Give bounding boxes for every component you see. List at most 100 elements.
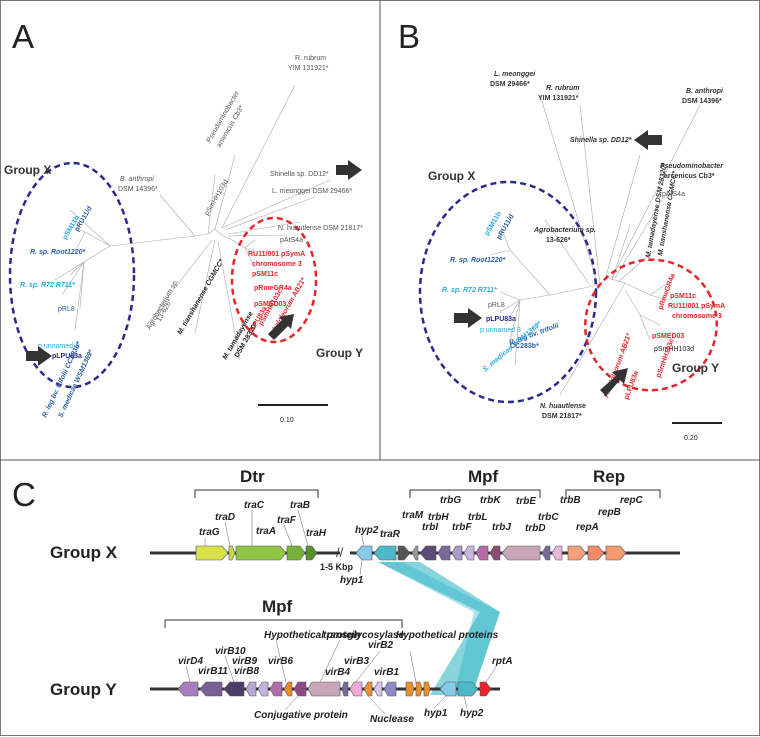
tree-b-label-plpu83a: pLPU83a	[486, 316, 516, 323]
tree-a-group-x-label: Group X	[4, 163, 51, 177]
tree-a-arrow-shinella	[336, 160, 362, 180]
hyp-shading-dark	[378, 562, 500, 695]
label-virD4: virD4	[178, 656, 203, 667]
label-trbI: trbI	[422, 522, 438, 533]
gene-traC	[235, 545, 287, 561]
group-y-genes	[177, 681, 492, 697]
group-x-gene-labels: traG traD traC traA traF traB traH hyp1 …	[199, 495, 644, 586]
label-trbG: trbG	[440, 495, 461, 506]
label-conjugative: Conjugative protein	[254, 710, 348, 721]
gene-hyp-protein	[283, 681, 293, 697]
group-x-row-label: Group X	[50, 543, 118, 562]
tree-b-label-lmeonggei-2: DSM 29466*	[490, 81, 530, 88]
gene-trbC	[551, 545, 563, 561]
tree-b-label-banthropi-2: DSM 14396*	[682, 98, 722, 105]
label-traC: traC	[244, 500, 265, 511]
group-y-row-label: Group Y	[50, 680, 117, 699]
gene-hyp1-y	[439, 681, 457, 697]
gene-virB3	[341, 681, 349, 697]
gene-virB4	[307, 681, 341, 697]
mpf-y-bracket	[164, 619, 403, 628]
gene-hyp2-x	[373, 545, 397, 561]
label-hypprots: Hypothetical proteins	[396, 630, 499, 641]
label-traB: traB	[290, 500, 310, 511]
group-y-gene-labels: virD4 virB11 virB10 virB9 virB8 virB6 Hy…	[178, 630, 513, 725]
panel-b-letter: B	[398, 18, 420, 55]
label-virB8: virB8	[234, 666, 259, 677]
label-trbH: trbH	[428, 512, 449, 523]
tree-a-label-psmed: pSMED03	[254, 301, 286, 308]
gene-nuclease	[363, 681, 373, 697]
gene-traD	[228, 545, 236, 561]
tree-a-label-punnamed: p unnamed 3	[38, 343, 79, 350]
label-transgly: transglycosylase	[323, 630, 405, 641]
panel-a-letter: A	[12, 18, 34, 55]
tree-a-label-banthropi-2: DSM 14396*	[118, 186, 158, 193]
gene-hypprot-3	[423, 681, 431, 697]
panel-c-letter: C	[12, 476, 36, 513]
gene-traB	[305, 545, 318, 561]
gene-virB6	[269, 681, 283, 697]
tree-a-label-plpu83a: pLPU83a	[52, 353, 82, 360]
gene-repC	[605, 545, 627, 561]
label-traG: traG	[199, 527, 220, 538]
gene-trbD	[541, 545, 551, 561]
tree-b-label-shinella: Shinella sp. DD12*	[570, 137, 632, 144]
label-repC: repC	[620, 495, 644, 506]
tree-a-group-x-outline	[8, 161, 136, 389]
label-traR: traR	[380, 529, 401, 540]
label-repB: repB	[598, 507, 621, 518]
tree-a-label-rrubrum: R. rubrum	[295, 55, 326, 62]
tree-a-label-shinella: Shinella sp. DD12*	[270, 171, 329, 178]
tree-b-group-y-label: Group Y	[672, 361, 719, 375]
tree-b-branches	[489, 94, 701, 396]
tree-a-label-psmhh: pSmHH103d	[204, 179, 230, 217]
label-virB6: virB6	[268, 656, 293, 667]
tree-a-label-banthropi: B. anthropi	[120, 176, 154, 183]
gene-trbE	[501, 545, 541, 561]
label-virB1: virB1	[374, 667, 399, 678]
label-trbK: trbK	[480, 495, 501, 506]
label-hyp1-y: hyp1	[424, 708, 448, 719]
gene-virB11	[199, 681, 223, 697]
dtr-bracket	[194, 489, 319, 498]
label-trbC: trbC	[538, 512, 559, 523]
tree-b-label-psm11c: pSM11c	[670, 293, 696, 300]
tree-b-label-prl8: pRL8	[488, 302, 505, 309]
label-virB10: virB10	[215, 646, 246, 657]
gene-virB2	[349, 681, 363, 697]
tree-b-label-pats4a: pAtS4a	[662, 191, 685, 198]
tree-b-label-psmhh: pSmHH103d	[654, 346, 694, 353]
tree-b-label-agro: Agrobacterium sp.	[533, 227, 596, 234]
gene-hypprot-1	[405, 681, 415, 697]
gene-trbG	[451, 545, 463, 561]
tree-a-label-root1220: R. sp. Root1220*	[30, 249, 86, 256]
gene-hyp2-y	[457, 681, 479, 697]
tree-a-label-chr3: chromosome 3	[252, 261, 302, 268]
tree-b-scale-label: 0.20	[684, 435, 698, 442]
tree-a-label-nhuau: N. huautlense DSM 21817*	[278, 225, 363, 232]
tree-b-label-agro-2: 13-626*	[546, 237, 571, 244]
label-trbE: trbE	[516, 496, 536, 507]
label-virB4: virB4	[325, 667, 350, 678]
tree-b-label-nhuau-2: DSM 21817*	[542, 413, 582, 420]
gene-virB10	[223, 681, 245, 697]
label-repA: repA	[576, 522, 599, 533]
tree-b-group-x-labels: pSM11b pRU11/d R. sp. Root1220* R. sp. R…	[442, 211, 561, 374]
tree-a-arrow-plpu83a	[26, 346, 52, 366]
tree-a-label-prmeg: pRmeGR4a	[254, 285, 292, 292]
label-trbL: trbL	[468, 512, 487, 523]
gene-virD4	[177, 681, 199, 697]
label-traM: traM	[402, 510, 424, 521]
tree-b-label-punnamed: p unnamed 3	[480, 327, 521, 334]
tree-b-label-nhuau: N. huautlense	[540, 403, 586, 410]
tree-a-group-y-label: Group Y	[316, 346, 363, 360]
tree-b-label-ru11: RU11/001 pSymA	[668, 303, 725, 310]
tree-b-label-pseudo-2: arsenicus Cb3*	[664, 173, 715, 180]
gene-rptA	[479, 681, 492, 697]
tree-a-label-r72: R. sp. R72 R711*	[20, 282, 75, 289]
label-traA: traA	[256, 526, 276, 537]
label-virB11: virB11	[198, 666, 228, 677]
gene-trbF	[463, 545, 475, 561]
